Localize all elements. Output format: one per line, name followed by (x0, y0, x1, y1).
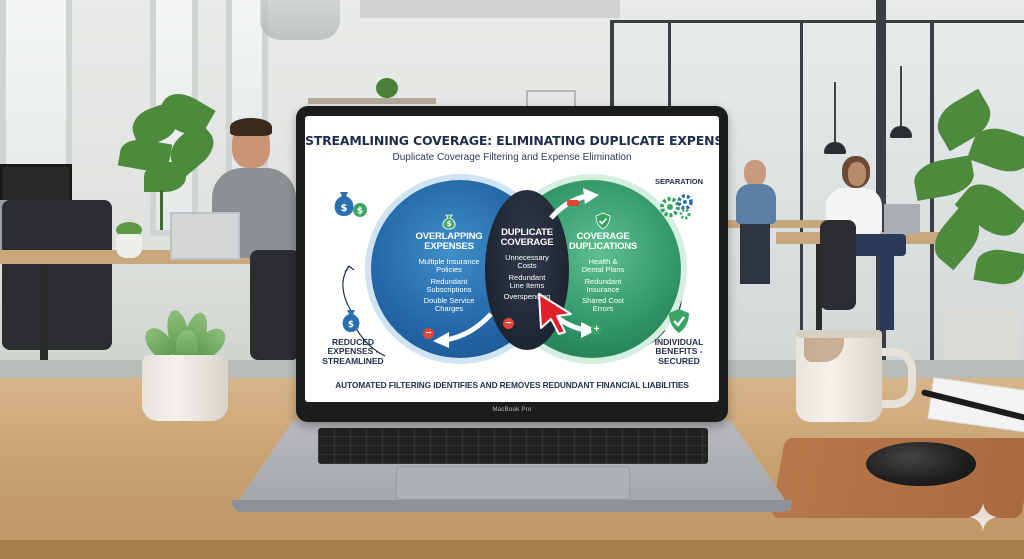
individual-benefits-line-2: BENEFITS - (655, 346, 703, 357)
right-item-1-line-1: Health & (588, 256, 618, 266)
glass-frame (800, 20, 803, 360)
minus-badge-icon: − (503, 318, 514, 329)
reduced-expenses-label: REDUCED EXPENSES - STREAMLINED (313, 337, 393, 366)
right-item-3-line-1: Shared Cost (582, 296, 624, 306)
right-item-2-line-2: Insurance (586, 284, 620, 294)
svg-text:$: $ (357, 207, 363, 217)
ceiling-beam (360, 0, 620, 18)
shield-check-icon (667, 308, 691, 334)
laptop-brand-label: MacBook Pro (492, 407, 532, 413)
laptop-screen: STREAMLINING COVERAGE: ELIMINATING DUPLI… (305, 116, 719, 402)
svg-text:$: $ (341, 203, 348, 214)
left-item-1-line-2: Policies (436, 264, 462, 274)
desk-leg (816, 244, 822, 360)
left-item-2-line-1: Redundant (430, 276, 468, 286)
infographic-subtitle: Duplicate Coverage Filtering and Expense… (392, 152, 632, 163)
middle-item-2-line-1: Redundant (508, 272, 546, 282)
infographic-footer: AUTOMATED FILTERING IDENTIFIES AND REMOV… (335, 380, 689, 390)
reduced-expenses-line-1: REDUCED (331, 337, 375, 347)
laptop-front-edge (232, 500, 792, 512)
right-circle-text: COVERAGE DUPLICATIONS Health & Dental Pl… (543, 212, 663, 313)
reduced-expenses-line-2: EXPENSES - (327, 346, 379, 357)
middle-item-1-line-2: Costs (517, 260, 537, 270)
pendant-lamp (890, 66, 912, 138)
background-laptop (884, 204, 920, 234)
right-heading-line-2: DUPLICATIONS (568, 241, 638, 253)
desk-edge (0, 540, 1024, 559)
middle-item-3-line-1: Overspending (503, 292, 551, 302)
right-item-3-line-2: Errors (592, 304, 614, 314)
glass-frame (610, 20, 1024, 23)
left-circle-text: $ OVERLAPPING EXPENSES Multiple Insuranc… (389, 212, 509, 313)
succulent-pot (142, 355, 228, 421)
pendant-lamp (824, 82, 846, 154)
individual-benefits-line-1: INDIVIDUAL (654, 337, 704, 347)
right-item-2-line-1: Redundant (584, 276, 622, 286)
shelf-plant (376, 78, 398, 98)
middle-item-1-line-1: Unnecessary (505, 252, 549, 262)
left-item-3-line-2: Charges (434, 304, 464, 314)
left-item-3-line-1: Double Service (423, 296, 475, 306)
left-heading-line-2: EXPENSES (424, 241, 474, 253)
cursor-arrow-icon (535, 292, 577, 336)
left-item-2-line-2: Subscriptions (426, 284, 472, 294)
gears-icon (659, 192, 695, 220)
shield-check-icon (594, 212, 612, 230)
office-chair (2, 200, 112, 350)
minus-badge-icon: − (423, 328, 434, 339)
right-item-1-line-2: Dental Plans (581, 264, 625, 274)
background-desk (728, 220, 828, 228)
laptop-trackpad[interactable] (396, 466, 630, 500)
laptop-keyboard[interactable] (318, 428, 708, 464)
middle-heading-line-2: COVERAGE (500, 237, 554, 249)
money-bag-icon: $ $ (331, 188, 369, 220)
individual-benefits-label: INDIVIDUAL BENEFITS - SECURED (639, 337, 719, 366)
separation-label: SEPARATION (654, 177, 704, 186)
svg-text:$: $ (447, 220, 452, 228)
sparkle-watermark-icon (968, 502, 998, 532)
reduced-expenses-line-3: STREAMLINED (322, 355, 384, 366)
background-laptop (170, 212, 240, 260)
minus-badge-icon (567, 200, 579, 206)
computer-mouse[interactable] (866, 442, 976, 486)
glass-frame (876, 0, 886, 370)
money-bag-icon: $ (339, 308, 365, 334)
svg-text:$: $ (348, 320, 354, 330)
office-chair (250, 250, 300, 360)
left-heading-line-1: OVERLAPPING (415, 231, 483, 242)
plus-badge-icon: + (591, 324, 602, 335)
money-bag-icon: $ (440, 212, 458, 230)
wall-shelf (308, 98, 436, 104)
middle-circle-text: DUPLICATE COVERAGE Unnecessary Costs Red… (483, 227, 571, 302)
individual-benefits-line-3: SECURED (658, 355, 700, 366)
middle-heading-line-1: DUPLICATE (501, 227, 553, 238)
right-heading-line-1: COVERAGE (576, 231, 630, 242)
infographic-title: STREAMLINING COVERAGE: ELIMINATING DUPLI… (305, 133, 719, 148)
office-chair (820, 220, 856, 310)
desk-leg (40, 264, 48, 374)
left-item-1-line-1: Multiple Insurance (418, 256, 480, 266)
middle-item-2-line-2: Line Items (509, 280, 545, 290)
ceiling-duct (260, 0, 340, 40)
